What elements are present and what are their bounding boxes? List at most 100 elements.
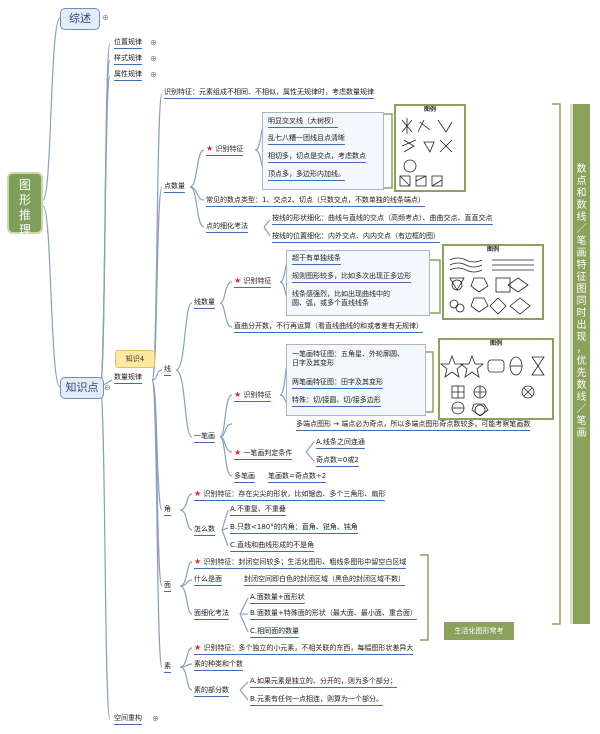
node-face[interactable]: 面 (164, 581, 171, 592)
stroke-feature: 两笔画特征图：田字及其变形 (292, 378, 383, 389)
node-point-count[interactable]: 点数量 (164, 182, 185, 193)
stroke-judge-label: 一笔画判定条件 (243, 449, 293, 457)
point-refine: 点的细化考法 (206, 222, 248, 233)
root-char-3: 推 (18, 208, 31, 222)
node-quantity-rule[interactable]: 数量规律 (114, 373, 142, 384)
side-banner-char: 数 (576, 164, 587, 175)
side-banner-char: 图 (576, 284, 587, 295)
point-feature: 乱七八糟一团线且点清晰 (268, 134, 345, 145)
root-char-2: 形 (18, 193, 31, 207)
star-icon: ★ (194, 557, 202, 566)
face-item: B.面数量+特殊面的形状（最大面、最小面、重合面） (250, 609, 417, 620)
side-banner-char: ／ (576, 404, 587, 415)
odd-point-note: 多端点图形 → 端点必为奇点，所以多端点图形奇点数较多，可能考察笔画数 (296, 420, 531, 431)
line-identify: ★ 识别特征 (234, 276, 272, 288)
element-identify: ★ 识别特征：多个独立的小元素，不相关联的东西，每幅图形状差异大 (194, 643, 414, 655)
node-line[interactable]: 线 (164, 365, 171, 376)
side-banner-char: 时 (576, 308, 587, 319)
side-banner-char: 画 (576, 428, 587, 439)
side-banner-char: 征 (576, 272, 587, 283)
stroke-feature-box (286, 344, 426, 416)
element-item: B.元素有任何一点相连，则算为一个部分。 (250, 695, 384, 706)
angle-identify: ★ 识别特征：存在尖尖的形状，比如锯齿、多个三角形、扇形 (194, 489, 386, 501)
node-knowledge[interactable]: 知识点 (60, 377, 104, 399)
quantity-identify: 识别特征：元素组成不相同、不相似，属性无规律时，考虑数量规律 (164, 88, 374, 99)
node-line-count[interactable]: 线数量 (194, 298, 215, 309)
multi-stroke-formula: 笔画数=奇点数÷2 (268, 472, 327, 483)
star-icon: ★ (206, 144, 214, 153)
element-identify-label: 识别特征：多个独立的小元素，不相关联的东西，每幅图形状差异大 (203, 644, 414, 652)
face-item: C.相同面的数量 (250, 627, 300, 638)
side-banner: 数点和数线／笔画特征图同时出现，优先数线／笔画 (570, 104, 590, 624)
line-feature: 线条感强烈，比如出现曲线中的 圆、弧，或多个直线线条 (292, 290, 390, 307)
root-char-4: 理 (18, 223, 31, 237)
side-banner-char: 特 (576, 260, 587, 271)
rule-position[interactable]: 位置规律 (114, 38, 142, 49)
node-overview[interactable]: 综述 (60, 8, 100, 30)
side-banner-char: 和 (576, 188, 587, 199)
node-element[interactable]: 素 (164, 662, 171, 673)
point-feature: 相切多，切点是交点，考虑数点 (268, 152, 366, 163)
line-legend-figures (449, 257, 534, 315)
stroke-legend-image: 图例 (438, 338, 554, 420)
point-feature-box (262, 112, 384, 190)
point-common-types: 常见的数点类型：1、交点2、切点（只数交点，不数单独的线条端点） (206, 196, 425, 207)
judge-item: 奇点数=0或2 (316, 456, 359, 467)
line-feature: 超干有单独线条 (292, 254, 341, 265)
side-banner-char: ／ (576, 224, 587, 235)
element-item: A.如果元素是独立的、分开的，则为多个部分； (250, 677, 397, 688)
life-graphic-tag: 生活化图形常考 (444, 622, 514, 640)
stroke-identify-label: 识别特征 (243, 391, 272, 399)
expand-icon[interactable]: ⊕ (150, 54, 157, 63)
expand-icon[interactable]: ⊕ (152, 714, 159, 723)
angle-item: A.不重复、不重叠 (230, 505, 286, 516)
side-banner-char: 数 (576, 380, 587, 391)
point-refine-item: 按线的形状细化：曲线与直线的交点（高频考点）、曲曲交点、直直交点 (272, 214, 493, 225)
angle-how: 怎么数 (194, 525, 215, 536)
multi-stroke: 多笔画 (234, 472, 255, 483)
root-node-graphic-reasoning[interactable]: 图 形 推 理 (7, 172, 43, 237)
face-what-label: 什么是面 (194, 575, 222, 586)
star-icon: ★ (234, 276, 242, 285)
face-what: 封闭空间即白色的封闭区域（黑色的封闭区域不数） (244, 575, 405, 586)
expand-icon[interactable]: ⊕ (102, 13, 109, 22)
line-feature-box (286, 250, 430, 316)
side-banner-char: 线 (576, 212, 587, 223)
side-banner-char: 现 (576, 332, 587, 343)
expand-icon[interactable]: ⊕ (150, 38, 157, 47)
line-feature: 规则图形较多，比如多次出现正多边形 (292, 272, 411, 283)
collapse-icon[interactable]: ⊖ (104, 383, 111, 392)
knowledge-tag: 知识4 (115, 350, 155, 368)
star-icon: ★ (234, 390, 242, 399)
judge-item: A.线条之间连通 (316, 438, 365, 449)
side-banner-char: 点 (576, 176, 587, 187)
angle-identify-label: 识别特征：存在尖尖的形状，比如锯齿、多个三角形、扇形 (203, 490, 386, 498)
rule-attribute[interactable]: 属性规律 (114, 70, 142, 81)
side-banner-char: 数 (576, 200, 587, 211)
expand-icon[interactable]: ⊕ (150, 70, 157, 79)
rule-style[interactable]: 样式规律 (114, 54, 142, 65)
angle-item: B.只数<180°的内角：直角、锐角、钝角 (230, 523, 358, 534)
element-parts: 素的部分数 (194, 686, 229, 697)
element-kinds: 素的种类和个数 (194, 660, 243, 671)
side-banner-char: 笔 (576, 416, 587, 427)
side-banner-char: 优 (576, 356, 587, 367)
point-feature: 明显交叉线（大树杈） (268, 117, 338, 128)
side-banner-char: ， (576, 344, 587, 355)
legend-caption: 图例 (423, 106, 436, 113)
legend-caption: 图例 (489, 340, 502, 347)
node-angle[interactable]: 角 (164, 505, 171, 516)
line-curve-note: 直曲分开数，不行再运算（看直线曲线的和或者差有无规律） (234, 322, 423, 333)
side-banner-char: 画 (576, 248, 587, 259)
point-refine-item: 按线的位置细化：内外交点、内内交点（有边框的图） (272, 232, 440, 243)
point-identify: ★ 识别特征 (206, 144, 244, 156)
stroke-identify: ★ 识别特征 (234, 390, 272, 402)
node-space-reconstruction[interactable]: 空间重构 (114, 714, 142, 725)
node-one-stroke[interactable]: 一笔画 (194, 432, 215, 443)
star-icon: ★ (234, 448, 242, 457)
side-banner-char: 线 (576, 392, 587, 403)
star-icon: ★ (194, 489, 202, 498)
stroke-feature: 一笔画特征图：五角星、外轮廓圆、 日字及其变形 (292, 350, 404, 367)
